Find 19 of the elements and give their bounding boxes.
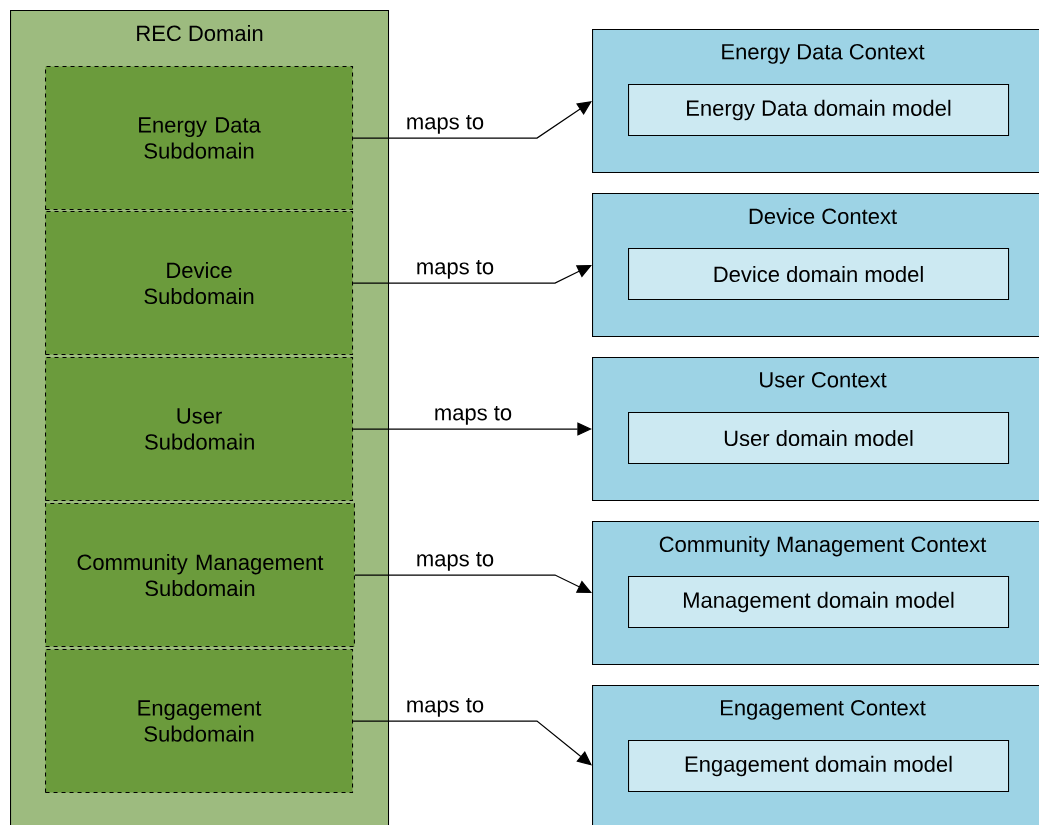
arrow (352, 422, 592, 436)
arrow (352, 101, 592, 139)
edge-label: maps to (404, 113, 486, 136)
subdomain-box: Engagement Subdomain (45, 649, 354, 794)
edge-label: maps to (414, 550, 496, 573)
domain-model-box: Energy Data domain model (628, 84, 1010, 137)
arrow (352, 720, 592, 766)
domain-model-box: User domain model (628, 412, 1010, 465)
domain-model-box: Device domain model (628, 248, 1010, 301)
subdomain-box: User Subdomain (45, 357, 354, 502)
edge-label: maps to (414, 258, 496, 281)
subdomain-box: Device Subdomain (45, 211, 354, 356)
domain-model-box: Engagement domain model (628, 740, 1010, 793)
arrow (352, 265, 592, 284)
edge-label: maps to (404, 696, 486, 719)
domain-model-box: Management domain model (628, 576, 1010, 629)
subdomain-box: Energy Data Subdomain (45, 66, 354, 211)
edge-label: maps to (432, 404, 514, 427)
subdomain-box: Community Management Subdomain (45, 503, 355, 648)
